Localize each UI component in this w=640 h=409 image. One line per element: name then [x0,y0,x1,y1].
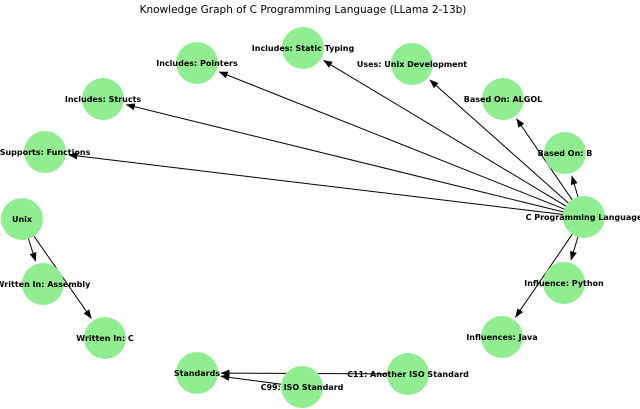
graph-node-c [563,196,605,238]
graph-node-b [544,132,586,174]
graph-node-algol [482,78,524,120]
graph-node-label-pointers: Includes: Pointers [156,59,238,68]
graph-node-label-unix: Unix [12,215,33,224]
graph-node-unix [1,198,43,240]
graph-node-pointers [176,42,218,84]
graph-node-label-algol: Based On: ALGOL [464,95,542,104]
label-layer: C Programming Language Includes: Pointers… [0,44,640,392]
node-layer [1,27,605,408]
graph-edge-unix-to-assembly [28,238,37,262]
graph-edge-c-to-functions [68,152,564,215]
graph-node-python [543,262,585,304]
graph-node-java [481,316,523,358]
graph-node-structs [82,78,124,120]
figure-title: Knowledge Graph of C Programming Languag… [139,4,467,16]
graph-edge-c-to-static_typing [323,59,567,207]
graph-node-label-c11: C11: Another ISO Standard [347,370,469,379]
graph-node-label-b: Based On: B [538,149,593,158]
graph-node-label-static_typing: Includes: Static Typing [252,44,355,53]
graph-node-label-c: C Programming Language [526,213,640,222]
graph-edge-c-to-java [515,234,573,318]
edge-layer [28,59,579,385]
graph-node-c99 [281,366,323,408]
graph-node-label-structs: Includes: Structs [65,95,142,104]
graph-node-static_typing [282,27,324,69]
graph-node-c11 [387,353,429,395]
graph-node-label-unix_dev: Uses: Unix Development [357,60,467,69]
graph-edge-c-to-pointers [218,71,565,210]
graph-edge-c-to-algol [516,118,573,200]
graph-edge-c99-to-standards [220,373,282,385]
graph-node-label-assembly: Written In: Assembly [0,280,91,289]
graph-edge-c-to-unix_dev [429,79,569,204]
graph-node-label-standards: Standards [174,369,220,378]
graph-edge-c-to-b [570,175,579,198]
graph-node-label-c99: C99: ISO Standard [261,383,344,392]
graph-node-label-python: Influence: Python [524,279,604,288]
graph-node-assembly [22,263,64,305]
graph-node-label-java: Influences: Java [466,333,537,342]
graph-node-unix_dev [391,43,433,85]
graph-node-functions [24,131,66,173]
graph-node-standards [176,352,218,394]
graph-node-label-written_c: Written In: C [76,334,134,343]
graph-node-written_c [84,317,126,359]
graph-edge-c-to-python [570,236,579,261]
graph-node-label-functions: Supports: Functions [0,148,91,157]
graph-edge-c-to-structs [125,103,564,213]
